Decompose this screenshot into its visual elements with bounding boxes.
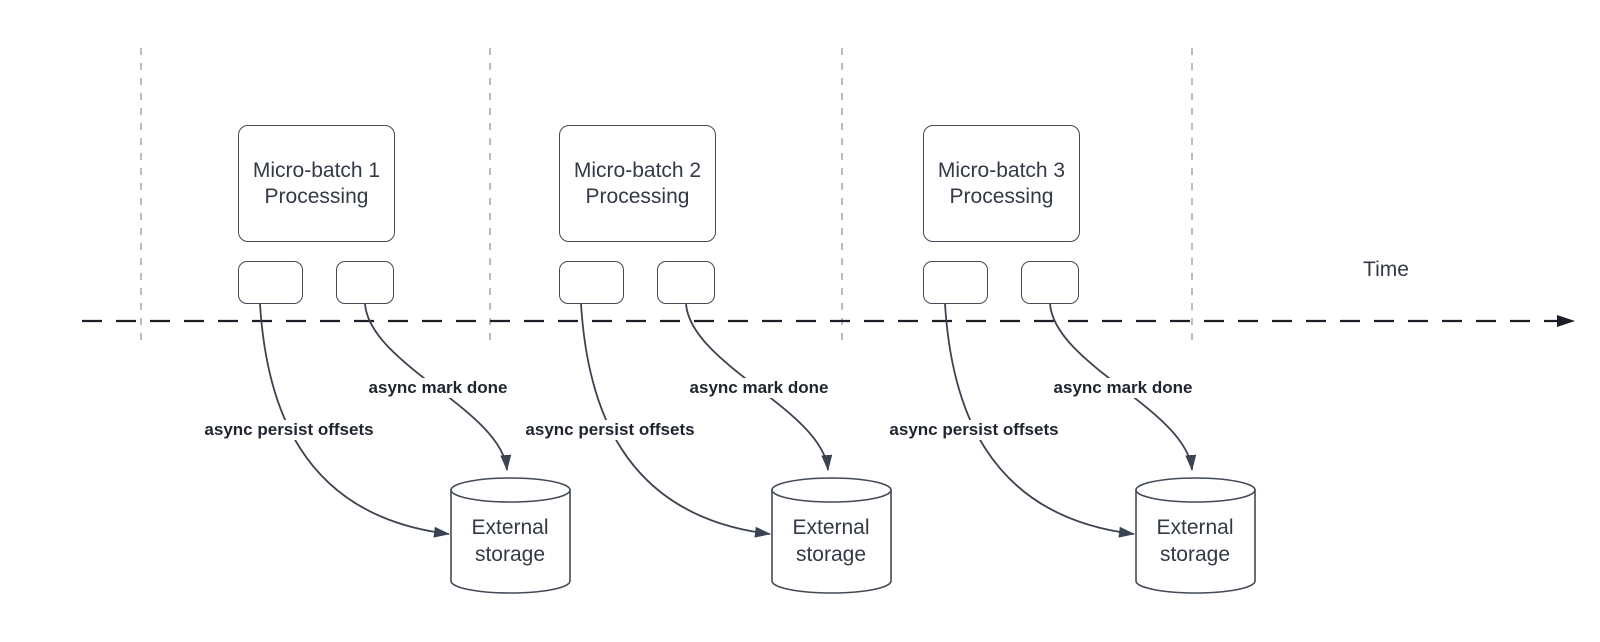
external-storage-line1: External bbox=[1156, 516, 1234, 539]
micro-batch-title-line1: Micro-batch 2 bbox=[573, 158, 702, 182]
storage-cylinder-top bbox=[771, 477, 892, 503]
storage-cylinder-body bbox=[771, 489, 892, 594]
micro-batch-box: Micro-batch 3 Processing bbox=[923, 125, 1080, 242]
micro-batch-title-line1: Micro-batch 1 bbox=[252, 158, 381, 182]
persist-offsets-task-box bbox=[923, 261, 988, 304]
micro-batch-box: Micro-batch 1 Processing bbox=[238, 125, 395, 242]
external-storage-label: External storage bbox=[471, 514, 548, 568]
persist-offsets-task-box bbox=[238, 261, 303, 304]
persist-offsets-task-box bbox=[559, 261, 624, 304]
storage-cylinder-top bbox=[450, 477, 571, 503]
async-persist-offsets-label: async persist offsets bbox=[522, 420, 698, 440]
external-storage-line1: External bbox=[792, 516, 870, 539]
external-storage-line2: storage bbox=[474, 543, 546, 566]
persist-offsets-arrow bbox=[944, 303, 1135, 538]
micro-batch-title-line2: Processing bbox=[264, 184, 369, 208]
storage-cylinder-body bbox=[450, 489, 571, 594]
async-mark-done-label: async mark done bbox=[365, 378, 511, 398]
micro-batch-title-line2: Processing bbox=[585, 184, 690, 208]
micro-batch-title-line2: Processing bbox=[949, 184, 1054, 208]
external-storage-label: External storage bbox=[792, 514, 869, 568]
mark-done-task-box bbox=[657, 261, 715, 304]
async-persist-offsets-label: async persist offsets bbox=[886, 420, 1062, 440]
external-storage-line1: External bbox=[471, 516, 549, 539]
storage-cylinder-body bbox=[1135, 489, 1256, 594]
async-mark-done-label: async mark done bbox=[686, 378, 832, 398]
persist-offsets-arrow bbox=[259, 303, 450, 538]
external-storage-line2: storage bbox=[1159, 543, 1231, 566]
time-axis-label: Time bbox=[1363, 258, 1409, 281]
micro-batch-title-line1: Micro-batch 3 bbox=[937, 158, 1066, 182]
storage-cylinder-top bbox=[1135, 477, 1256, 503]
async-mark-done-label: async mark done bbox=[1050, 378, 1196, 398]
mark-done-task-box bbox=[1021, 261, 1079, 304]
persist-offsets-arrow bbox=[580, 303, 771, 538]
micro-batch-box: Micro-batch 2 Processing bbox=[559, 125, 716, 242]
async-persist-offsets-label: async persist offsets bbox=[201, 420, 377, 440]
external-storage-label: External storage bbox=[1156, 514, 1233, 568]
external-storage-line2: storage bbox=[795, 543, 867, 566]
mark-done-task-box bbox=[336, 261, 394, 304]
batch-1-graphics bbox=[259, 303, 571, 594]
